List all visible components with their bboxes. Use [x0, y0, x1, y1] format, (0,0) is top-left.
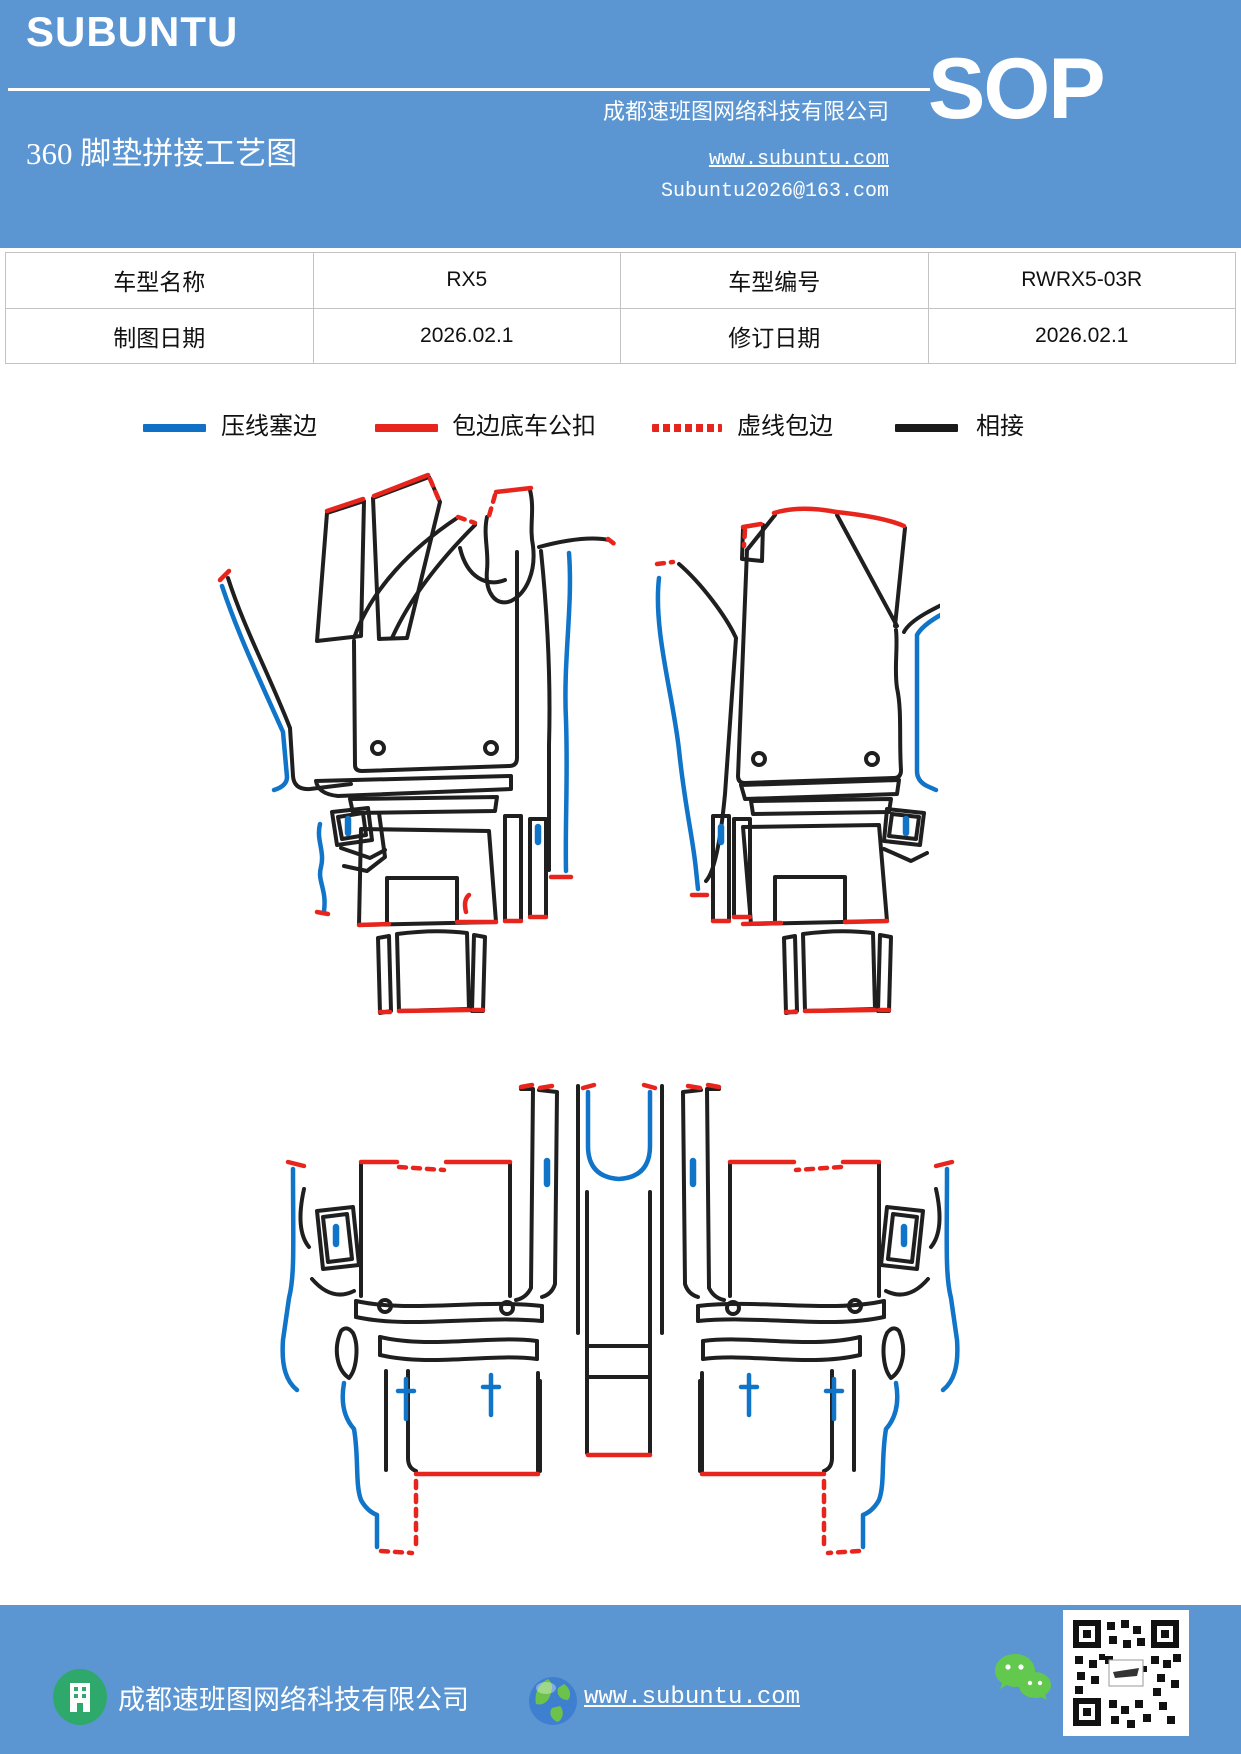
footer-company-name: 成都速班图网络科技有限公司: [118, 1685, 469, 1715]
model-name-value: RX5: [312, 252, 621, 309]
wechat-icon: [995, 1654, 1051, 1700]
page-title: 360 脚垫拼接工艺图: [26, 136, 298, 171]
sop-label: SOP: [928, 41, 1106, 137]
legend-red-line-swatch: [375, 424, 438, 432]
rear-mats-diagram: [280, 1082, 960, 1556]
legend-blue-line-swatch: [143, 424, 206, 432]
globe-icon: [529, 1677, 577, 1725]
building-icon: [53, 1669, 107, 1725]
revise-date-label: 修订日期: [620, 307, 929, 364]
header-email: Subuntu2026@163.com: [660, 180, 889, 203]
legend-label: 相接: [976, 414, 1024, 440]
legend-label: 包边底车公扣: [452, 414, 596, 440]
revise-date-value: 2026.02.1: [927, 307, 1236, 364]
legend-black-line-swatch: [895, 424, 958, 432]
draw-date-label: 制图日期: [5, 307, 314, 364]
front-mats-diagram: [217, 472, 940, 1015]
footer-website-link[interactable]: www.subuntu.com: [584, 1684, 801, 1711]
qr-code: [1063, 1610, 1189, 1736]
draw-date-value: 2026.02.1: [312, 307, 621, 364]
model-code-label: 车型编号: [620, 252, 929, 309]
header-divider-line: [8, 88, 930, 91]
table-row: 制图日期 2026.02.1 修订日期 2026.02.1: [5, 307, 1236, 364]
brand-logo-text: SUBUNTU: [26, 8, 239, 55]
model-name-label: 车型名称: [5, 252, 314, 309]
legend-dotted-line-swatch: [652, 424, 722, 432]
header-company-name: 成都速班图网络科技有限公司: [602, 99, 889, 124]
table-row: 车型名称 RX5 车型编号 RWRX5-03R: [5, 252, 1236, 309]
legend-label: 压线塞边: [221, 414, 317, 440]
header-website-link[interactable]: www.subuntu.com: [708, 148, 889, 171]
header-band: SUBUNTU 360 脚垫拼接工艺图 成都速班图网络科技有限公司 www.su…: [0, 0, 1241, 248]
vehicle-info-table: 车型名称 RX5 车型编号 RWRX5-03R 制图日期 2026.02.1 修…: [5, 252, 1236, 364]
legend-label: 虚线包边: [737, 414, 833, 440]
model-code-value: RWRX5-03R: [927, 252, 1236, 309]
legend: 压线塞边 包边底车公扣 虚线包边 相接: [0, 404, 1241, 448]
